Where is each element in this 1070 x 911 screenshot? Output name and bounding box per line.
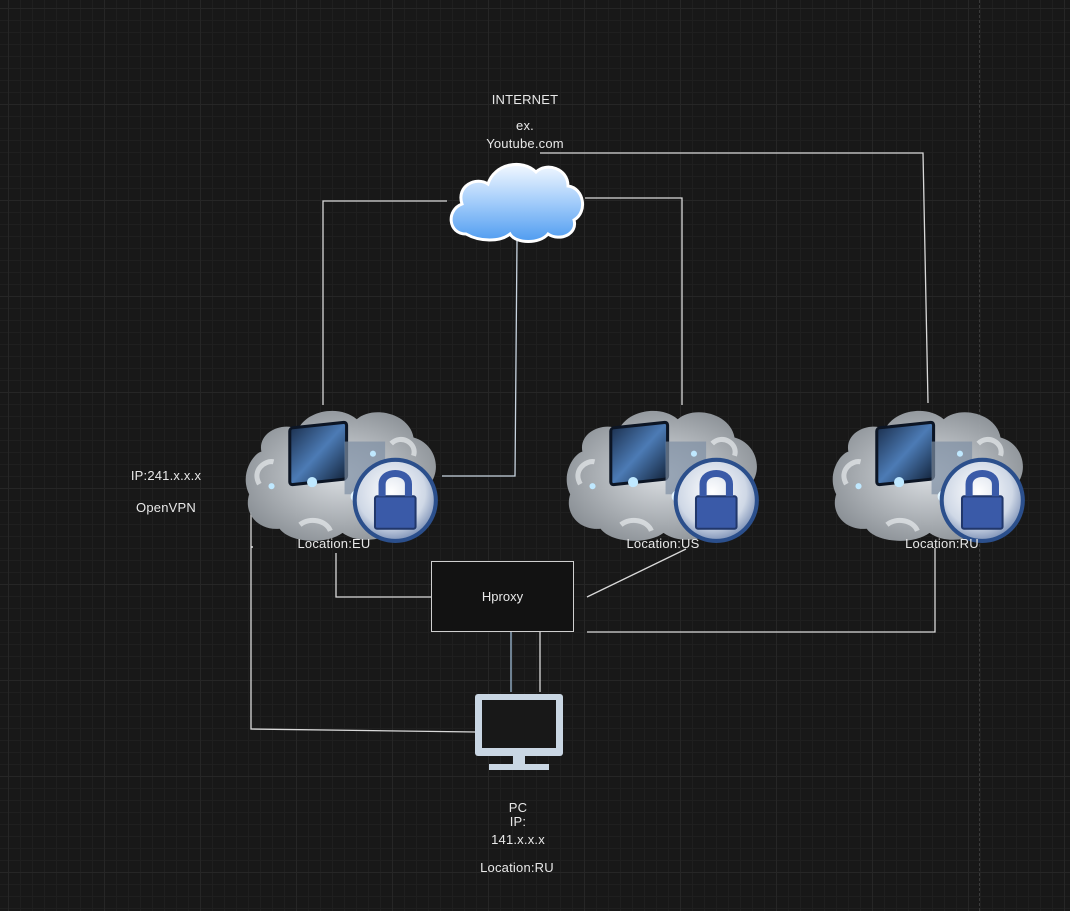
internet-example-site: Youtube.com: [486, 136, 564, 151]
location-ru-label: Location:RU: [905, 536, 979, 551]
connector-eu-pc: [250, 512, 477, 733]
internet-title: INTERNET: [491, 92, 559, 107]
vpn-server-ru-icon[interactable]: [826, 403, 1029, 545]
location-us-label: Location:US: [626, 536, 700, 551]
pc-ip-label: IP:: [509, 814, 527, 829]
location-eu-label: Location:EU: [297, 536, 371, 551]
monitor-icon[interactable]: [473, 692, 565, 772]
connector-eu-proxy: [335, 553, 431, 598]
connector-internet-ru: [540, 152, 929, 404]
vpn-server-eu-icon[interactable]: [239, 403, 442, 545]
eu-server-ip: IP:241.x.x.x: [130, 468, 202, 483]
internet-example-prefix: ex.: [516, 118, 534, 133]
connector-proxy-us: [586, 548, 687, 598]
connector-proxy-ru: [587, 548, 936, 633]
pc-title: PC: [508, 800, 528, 815]
cloud-icon: [449, 162, 584, 243]
pc-location: Location:RU: [480, 860, 554, 875]
proxy-node[interactable]: Hproxy: [431, 561, 574, 632]
pc-ip-value: 141.x.x.x: [491, 832, 545, 847]
connector-internet-eu: [322, 200, 447, 405]
connector-eu-to-internet: [442, 239, 518, 477]
proxy-label: Hproxy: [481, 589, 524, 604]
eu-server-protocol: OpenVPN: [136, 500, 196, 515]
connector-internet-us: [585, 197, 683, 405]
vpn-server-us-icon[interactable]: [560, 403, 763, 545]
